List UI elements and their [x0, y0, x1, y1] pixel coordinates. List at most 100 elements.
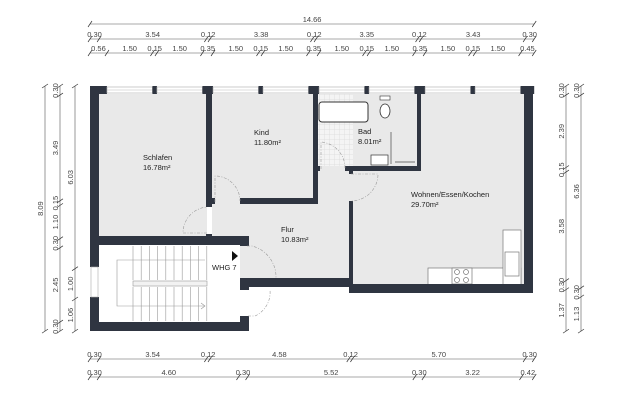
wall-kind-bad — [313, 94, 318, 204]
dimension-label: 0.45 — [520, 44, 535, 53]
dimension-tick — [56, 319, 64, 325]
dimension-tick — [562, 92, 570, 98]
doors[interactable] — [182, 141, 379, 317]
dimension-tick — [87, 355, 93, 363]
dimension-tick — [310, 35, 315, 43]
dimension-tick — [366, 49, 372, 57]
stair-walkline — [116, 259, 205, 307]
dimension-tick — [71, 83, 79, 89]
dimension-label: 6.03 — [66, 170, 75, 185]
door-stairwell[interactable] — [248, 289, 271, 317]
dimension-label: 1.50 — [278, 44, 293, 53]
wall-wohnen-left-top — [349, 166, 353, 174]
dimension-left-total: 8.09 — [36, 83, 49, 334]
wall-pier — [414, 86, 426, 94]
dimension-tick — [562, 287, 570, 292]
dimension-tick — [104, 49, 110, 57]
dimension-label: 0.30 — [522, 30, 537, 39]
wall-right-outer — [524, 86, 533, 293]
dimension-tick — [316, 49, 322, 57]
dimension-tick — [71, 266, 79, 272]
stove-burner — [454, 269, 460, 275]
dimension-label: 0.12 — [412, 30, 427, 39]
dimension-tick — [522, 355, 528, 363]
door-apartment[interactable] — [247, 245, 277, 279]
dimension-tick — [472, 49, 478, 57]
dimension-label: 0.30 — [87, 350, 102, 359]
stove-burner — [463, 277, 469, 283]
dimension-tick — [522, 35, 528, 43]
kitchen — [427, 229, 522, 286]
dimension-label: 5.70 — [431, 350, 446, 359]
dimension-label: 3.43 — [466, 30, 481, 39]
door-kind[interactable] — [214, 175, 241, 202]
wall-bad-bottom-left — [313, 166, 320, 171]
dimension-left-openings: 6.031.001.06 — [66, 83, 79, 334]
dimension-tick — [577, 328, 585, 334]
door-bad[interactable] — [320, 141, 346, 169]
dimension-tick — [306, 49, 311, 57]
dimension-tick — [96, 373, 102, 381]
dimension-label: 0.15 — [51, 196, 60, 211]
stair-window — [90, 266, 99, 298]
room-area-bad: 8.01m² — [358, 137, 382, 146]
sink — [370, 154, 389, 166]
dimension-tick — [346, 355, 352, 363]
dimension-tick — [56, 328, 64, 334]
dimension-tick — [531, 20, 537, 28]
wall-pier — [520, 86, 535, 94]
dimension-label: 0.35 — [306, 44, 321, 53]
dimension-tick — [56, 83, 64, 89]
dimension-label: 0.30 — [51, 236, 60, 251]
bathtub — [318, 101, 369, 123]
door-schlafen[interactable] — [182, 206, 208, 234]
dimension-tick — [87, 35, 93, 43]
dimension-tick — [562, 83, 570, 89]
toilet — [379, 103, 391, 119]
dimension-label: 1.37 — [557, 303, 566, 318]
dimension-tick — [412, 373, 418, 381]
dimension-label: 0.12 — [343, 350, 358, 359]
dimension-tick — [468, 49, 473, 57]
stair-handrail — [132, 280, 208, 287]
walls — [90, 86, 533, 331]
dimension-tick — [87, 49, 93, 57]
wall-wohnen-left — [349, 201, 353, 285]
dimension-tick — [562, 328, 570, 334]
dimension-label: 1.50 — [384, 44, 399, 53]
wall-pier — [364, 86, 370, 94]
door-wohnen[interactable] — [350, 173, 379, 202]
flur-floor-2 — [313, 166, 353, 206]
dimension-tick — [41, 83, 49, 89]
dimension-tick — [87, 20, 93, 28]
wall-bad-bottom — [345, 166, 421, 171]
dimension-tick — [200, 49, 205, 57]
dimension-label: 0.30 — [557, 83, 566, 98]
stove-burner — [463, 269, 469, 275]
dimension-label: 0.15 — [466, 44, 481, 53]
unit-label: WHG 7 — [212, 263, 237, 272]
dimension-label: 1.10 — [51, 215, 60, 230]
dimension-label: 1.50 — [228, 44, 243, 53]
dimension-label: 0.30 — [87, 368, 102, 377]
dimension-label: 4.60 — [161, 368, 176, 377]
entrance-arrow-icon — [232, 251, 238, 261]
dimension-label: 6.36 — [572, 184, 581, 199]
dimension-tick — [519, 373, 524, 381]
dimension-label: 0.35 — [413, 44, 428, 53]
dimension-label: 0.30 — [572, 285, 581, 300]
dimension-tick — [87, 373, 93, 381]
schlafen-floor — [99, 94, 207, 236]
dimension-tick — [96, 355, 102, 363]
dimension-tick — [96, 35, 102, 43]
wall-left-outer — [90, 86, 99, 267]
dimension-tick — [421, 373, 427, 381]
dimension-tick — [56, 203, 64, 208]
room-name-flur: Flur — [281, 225, 294, 234]
dimension-tick — [260, 49, 266, 57]
wall-pier — [202, 86, 214, 94]
wall-stair-right-mid — [240, 278, 249, 290]
wall-bad-right — [417, 94, 421, 171]
toilet-tank — [379, 95, 391, 101]
